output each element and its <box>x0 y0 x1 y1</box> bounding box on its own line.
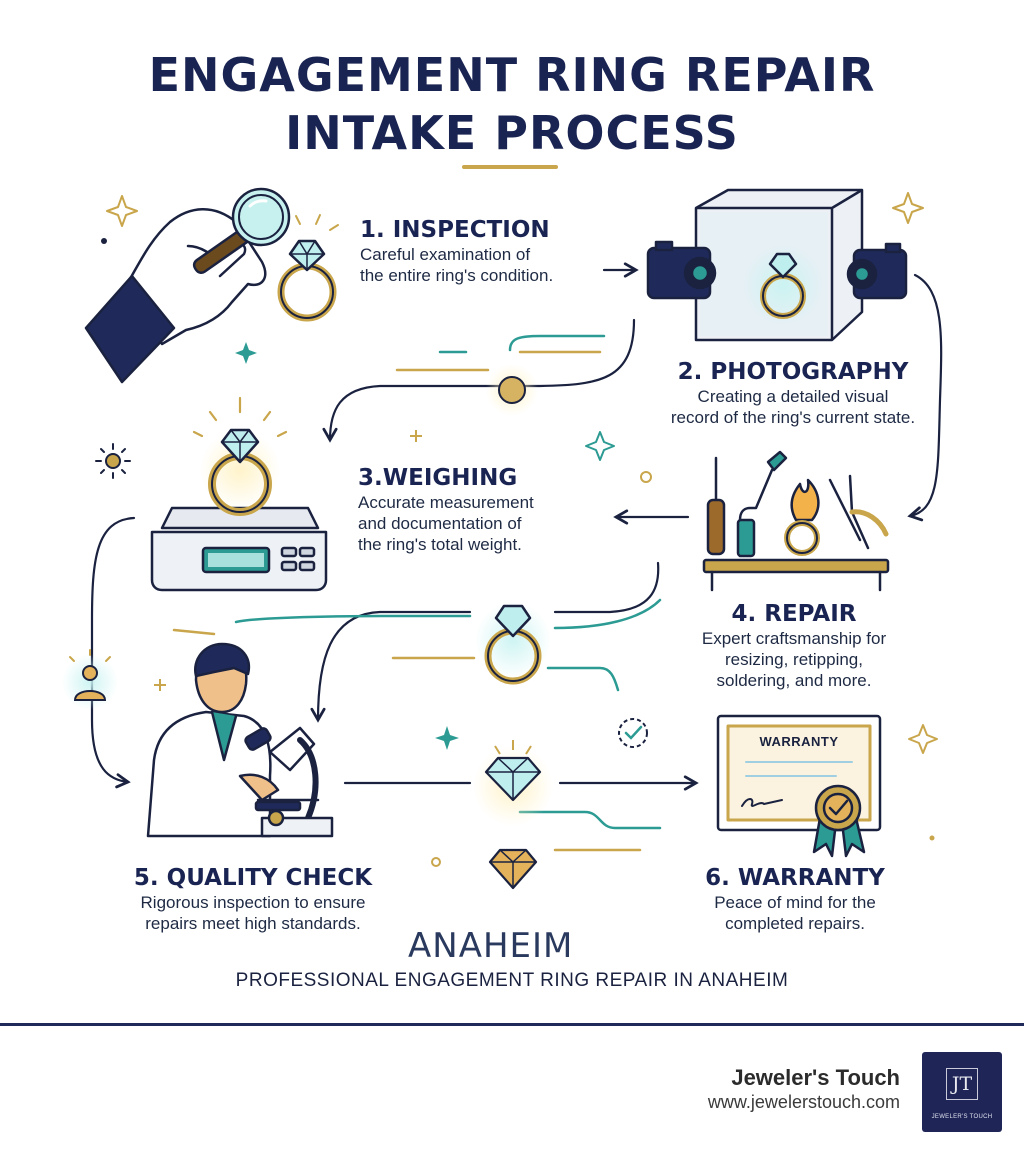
step-description-line: completed repairs. <box>725 914 865 933</box>
title-line-2: INTAKE PROCESS <box>285 106 739 160</box>
step-description-line: Rigorous inspection to ensure <box>140 893 366 912</box>
sparkle-icons <box>101 192 938 867</box>
tools-icon <box>702 450 890 592</box>
step-description-line: Expert craftsmanship for <box>701 629 887 648</box>
step-description-line: Creating a detailed visual <box>697 387 889 406</box>
brand-word: ANAHEIM <box>408 926 574 966</box>
connector-orb <box>486 364 538 416</box>
footer <box>0 1026 1024 1154</box>
step-description-line: and documentation of <box>358 514 522 533</box>
person-icon <box>62 649 118 710</box>
step-description-line: the entire ring's condition. <box>360 266 554 285</box>
step-description-line: Peace of mind for the <box>714 893 876 912</box>
step-weighing: 3.WEIGHING Accurate measurement and docu… <box>358 464 534 555</box>
step-heading: 2. PHOTOGRAPHY <box>677 359 909 385</box>
step-heading: 6. WARRANTY <box>705 865 885 891</box>
decorative-lines <box>172 334 662 852</box>
step-heading: 5. QUALITY CHECK <box>133 865 373 891</box>
step-repair: 4. REPAIR Expert craftsmanship for resiz… <box>674 600 914 691</box>
logo-text: JEWELER'S TOUCH <box>931 1114 993 1120</box>
logo-monogram: JT <box>946 1068 978 1100</box>
step-inspection: 1. INSPECTION Careful examination of the… <box>360 216 553 286</box>
gold-diamond-icon <box>488 848 538 890</box>
step-description-line: Accurate measurement <box>358 493 534 512</box>
step-description-line: the ring's total weight. <box>358 535 522 554</box>
title-underline <box>462 165 558 169</box>
step-heading: 3.WEIGHING <box>358 465 518 491</box>
arrow-2-to-4 <box>907 273 943 522</box>
sun-icon <box>95 443 131 479</box>
step-description-line: repairs meet high standards. <box>145 914 361 933</box>
company-url[interactable]: www.jewelerstouch.com <box>707 1092 900 1112</box>
step-description-line: resizing, retipping, <box>725 650 863 669</box>
check-badge-icon <box>618 718 648 748</box>
footer-divider <box>0 1023 1024 1026</box>
step-quality-check: 5. QUALITY CHECK Rigorous inspection to … <box>108 864 398 934</box>
step-heading: 1. INSPECTION <box>360 217 550 243</box>
camera-lightbox-icon <box>646 188 908 342</box>
step-description-line: record of the ring's current state. <box>670 408 916 427</box>
company-name: Jeweler's Touch <box>731 1065 900 1090</box>
magnifier-ring-icon <box>84 187 339 384</box>
arrow-2-to-3 <box>322 318 636 443</box>
certificate-label: WARRANTY <box>759 734 839 749</box>
arrow-3-to-5 <box>90 516 136 789</box>
step-warranty: 6. WARRANTY Peace of mind for the comple… <box>690 864 900 934</box>
certificate-icon <box>716 714 882 858</box>
microscope-icon <box>146 642 334 838</box>
step-photography: 2. PHOTOGRAPHY Creating a detailed visua… <box>646 358 940 428</box>
flow-connectors <box>90 262 943 789</box>
title-line-1: ENGAGEMENT RING REPAIR <box>148 48 876 102</box>
scale-icon <box>150 396 328 592</box>
step-description-line: soldering, and more. <box>716 671 872 690</box>
company-logo: JT JEWELER'S TOUCH <box>922 1052 1002 1132</box>
connector-diamond-icon <box>473 740 553 826</box>
page-title: ENGAGEMENT RING REPAIR INTAKE PROCESS <box>0 46 1024 162</box>
subtitle: PROFESSIONAL ENGAGEMENT RING REPAIR IN A… <box>235 970 789 991</box>
step-description-line: Careful examination of <box>360 245 531 264</box>
step-heading: 4. REPAIR <box>731 601 857 627</box>
arrow-4-to-5 <box>318 561 660 720</box>
connector-ring-icon <box>475 602 551 685</box>
